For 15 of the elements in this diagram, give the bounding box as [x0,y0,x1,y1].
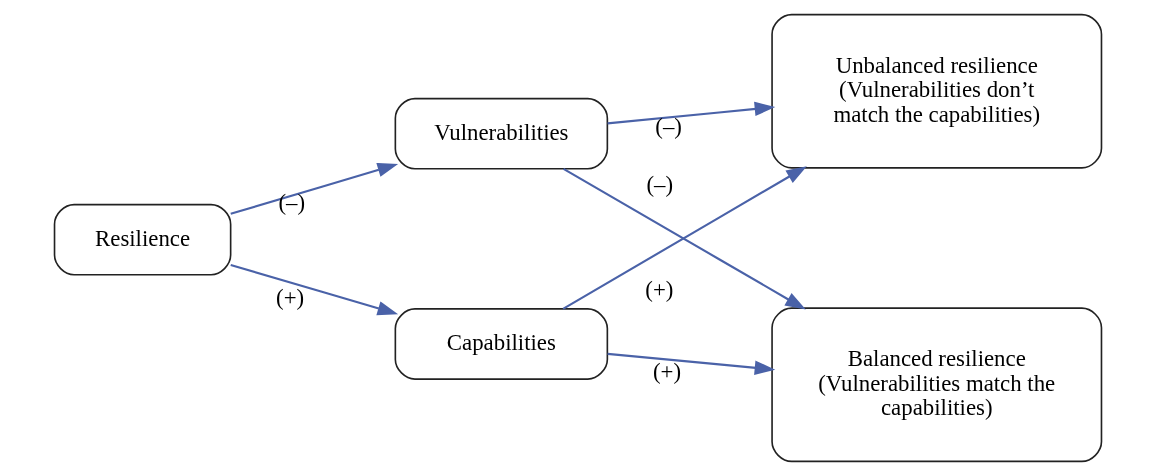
arrow [607,352,775,375]
node-box: Vulnerabilities [394,97,608,170]
node-box: Unbalanced resilience (Vulnerabilities don’t match the capabilities) [770,13,1102,169]
edge-label: (+) [644,277,673,303]
edge-label: (–) [654,114,682,140]
edge-label: (–) [646,172,673,198]
node-box: Balanced resilience (Vulnerabilities match the capabilities) [770,307,1102,463]
edge-label: (+) [275,285,304,311]
node-box: Capabilities [394,308,608,380]
arrow [607,101,775,125]
node-box: Resilience [53,203,231,276]
arrow [229,264,398,316]
edge-label: (–) [277,190,305,216]
edge-label: (+) [652,359,681,385]
arrow [229,162,398,215]
